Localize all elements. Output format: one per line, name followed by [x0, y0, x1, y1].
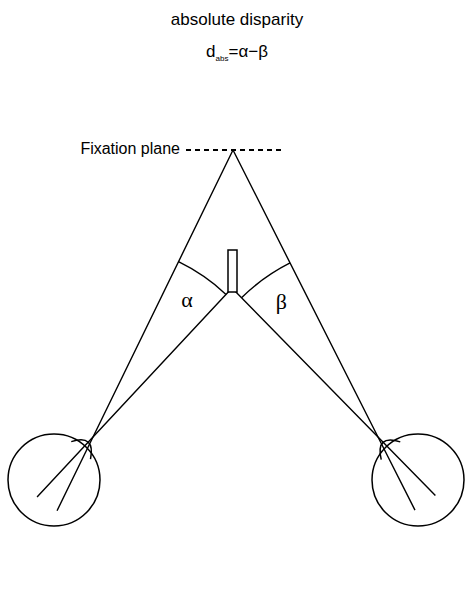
line-of-sight: [57, 150, 233, 511]
target-object: [228, 250, 237, 292]
line-of-sight: [233, 150, 415, 510]
angle-beta-label: β: [276, 289, 287, 315]
eye-symbol: [232, 150, 464, 526]
line-of-sight: [37, 288, 232, 497]
diagram-title: absolute disparity: [171, 10, 303, 30]
line-of-sight: [232, 288, 435, 496]
fixation-plane-label: Fixation plane: [80, 140, 180, 158]
formula-symbol: d: [206, 42, 215, 61]
formula-expression: =α−β: [228, 42, 267, 61]
eyeball: [8, 434, 100, 526]
eyeball: [372, 434, 464, 526]
angle-alpha-label: α: [181, 287, 193, 313]
formula-subscript: abs: [216, 54, 229, 63]
eye-symbol: [8, 150, 233, 526]
formula: dabs=α−β: [206, 42, 268, 63]
